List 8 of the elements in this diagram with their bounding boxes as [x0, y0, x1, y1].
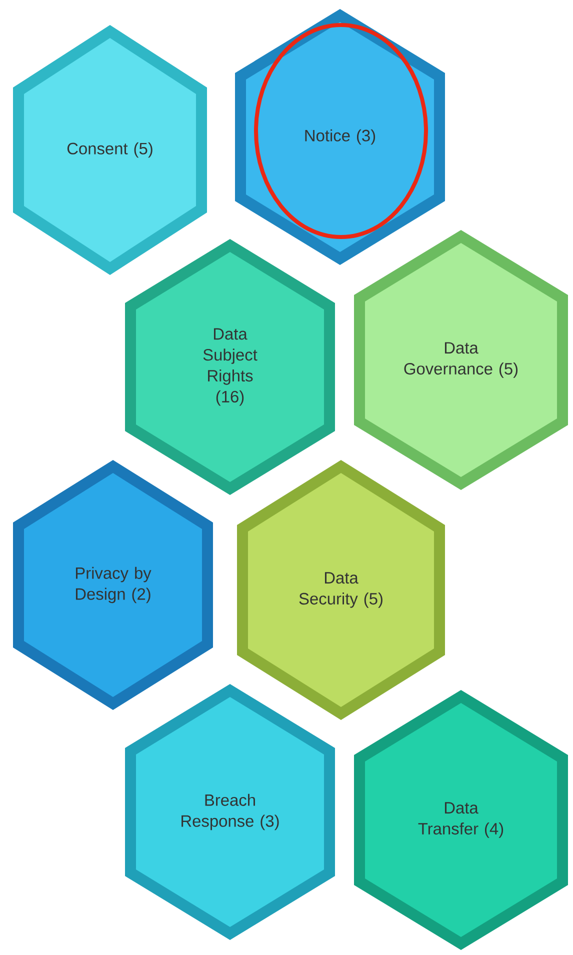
hexagon: Data Governance (5): [354, 230, 568, 490]
hexagon: Data Security (5): [237, 460, 445, 720]
hexagon: Consent (5): [13, 25, 207, 275]
hexagon: Notice (3): [235, 9, 445, 265]
hexagon: Data Transfer (4): [354, 690, 568, 950]
hexagon: Breach Response (3): [125, 684, 335, 940]
hexagon: Privacy by Design (2): [13, 460, 213, 710]
hexagon: Data Subject Rights (16): [125, 239, 335, 495]
